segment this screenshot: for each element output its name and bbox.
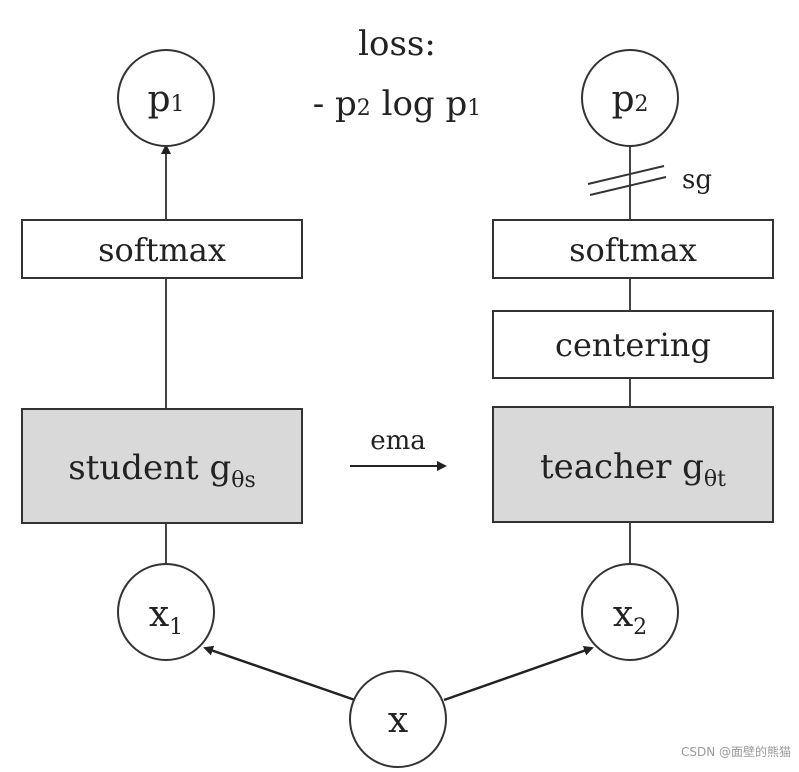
student-branch: p1 softmax student gθs x1 — [21, 49, 303, 661]
teacher-softmax-box — [492, 219, 774, 279]
teacher-input-x2-label: x2 — [613, 594, 647, 640]
student-input-base: x — [149, 594, 169, 635]
source-input: x — [203, 645, 594, 768]
student-network-text: student g — [68, 448, 231, 488]
teacher-input-sub: 2 — [633, 615, 647, 640]
student-network-sub: θs — [231, 468, 256, 493]
teacher-output-p2-label: p2 — [611, 79, 648, 120]
teacher-centering-box — [492, 310, 774, 379]
stop-gradient-label: sg — [682, 165, 712, 195]
student-network-box — [21, 408, 303, 524]
loss-formula-minus: - p — [313, 84, 357, 124]
loss-formula-mid: log p — [371, 84, 468, 124]
x-to-x2-arrow — [443, 645, 594, 702]
ema-connector: ema — [350, 426, 447, 471]
watermark: CSDN @面壁的熊猫 — [680, 745, 791, 759]
x-to-x1-arrow — [203, 645, 356, 702]
teacher-network-sub: θt — [704, 467, 726, 492]
student-output-sub: 1 — [171, 92, 185, 117]
loss-formula-sub-b: 1 — [467, 96, 481, 121]
loss-formula: - p2 log p1 — [313, 84, 482, 124]
teacher-softmax-label: softmax — [569, 231, 697, 269]
student-softmax-label: softmax — [98, 231, 226, 269]
teacher-input-base: x — [613, 594, 633, 635]
stop-gradient-mark-1 — [587, 165, 665, 185]
loss-formula-sub-a: 2 — [357, 96, 371, 121]
teacher-output-sub: 2 — [635, 92, 649, 117]
student-input-sub: 1 — [169, 615, 183, 640]
teacher-input-x2-node — [581, 563, 679, 661]
source-input-x-node — [349, 670, 447, 768]
source-input-x-label: x — [388, 700, 408, 741]
teacher-network-label: teacher gθt — [540, 447, 726, 492]
stop-gradient-mark-2 — [589, 176, 667, 196]
loss-title: loss: — [358, 24, 436, 64]
student-input-x1-node — [117, 563, 215, 661]
student-network-label: student gθs — [68, 448, 256, 493]
student-output-base: p — [147, 79, 170, 120]
student-softmax-box — [21, 219, 303, 279]
student-input-x1-label: x1 — [149, 594, 183, 640]
student-output-p1-label: p1 — [147, 79, 184, 120]
teacher-network-text: teacher g — [540, 447, 704, 487]
teacher-centering-label: centering — [555, 326, 711, 364]
teacher-network-box — [492, 406, 774, 523]
student-output-p1-node — [117, 49, 215, 147]
teacher-branch: sg p2 softmax centering teacher gθt x2 — [492, 49, 774, 661]
teacher-output-p2-node — [581, 49, 679, 147]
ema-label: ema — [370, 426, 426, 456]
teacher-output-base: p — [611, 79, 634, 120]
